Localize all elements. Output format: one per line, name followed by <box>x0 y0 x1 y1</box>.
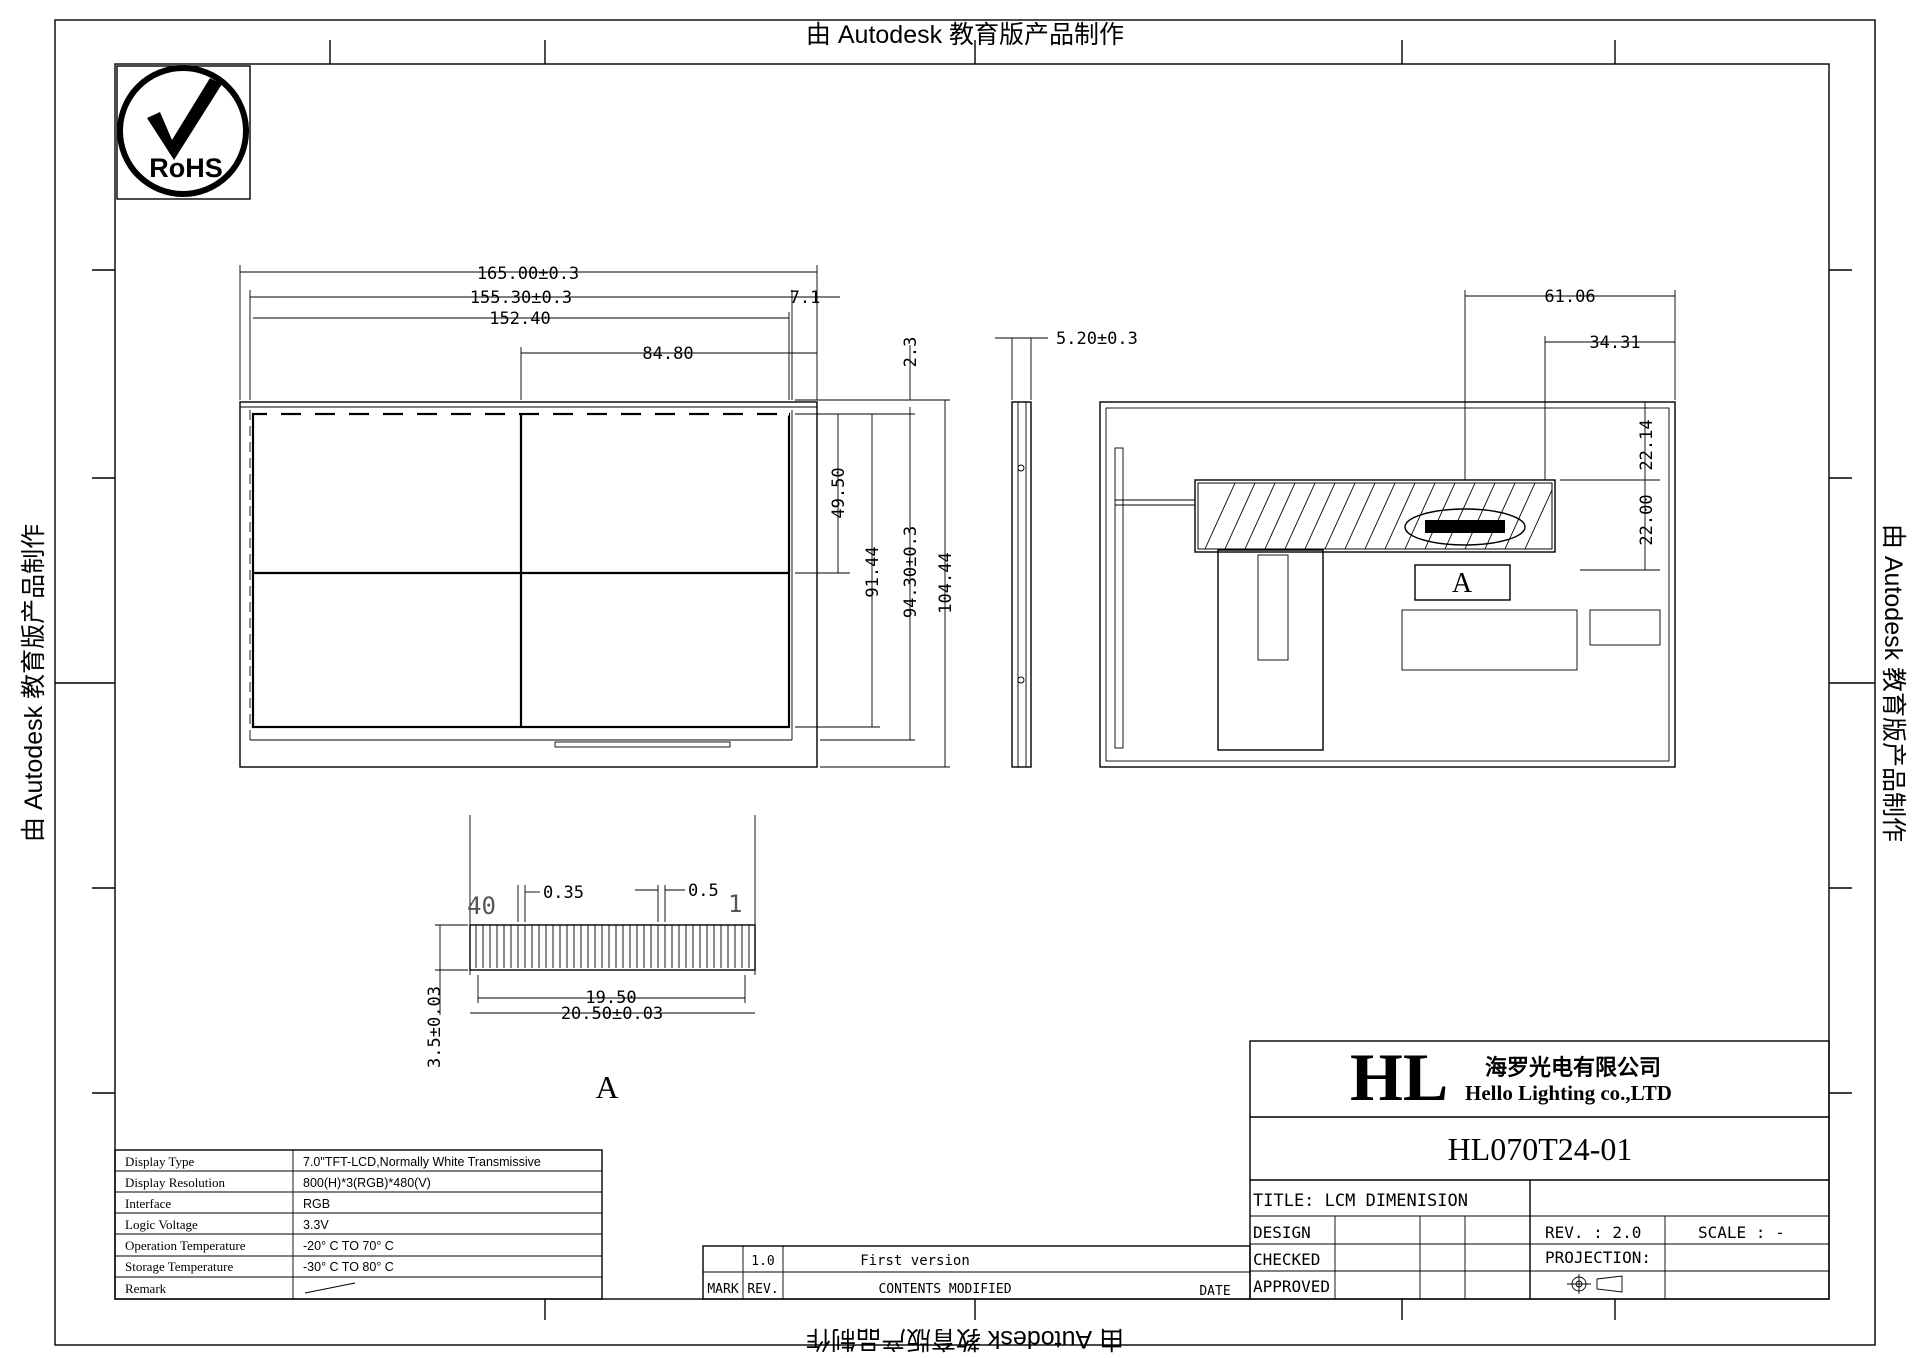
detail-pitch-small: 0.35 <box>543 883 584 903</box>
dim-height-mid: 94.30±0.3 <box>901 526 921 618</box>
rev-header-mark: MARK <box>707 1282 738 1297</box>
rev-row-contents: First version <box>860 1253 970 1269</box>
rear-detail-label: A <box>1452 568 1473 599</box>
watermark-right: 由 Autodesk 教育版产品制作 <box>1879 524 1907 842</box>
spec-label-5: Storage Temperature <box>125 1259 233 1274</box>
spec-table <box>114 1149 603 1300</box>
company-logo: HL <box>1350 1039 1448 1115</box>
spec-label-6: Remark <box>125 1281 167 1296</box>
detail-a-label: A <box>595 1069 618 1105</box>
inner-border <box>114 63 1830 1300</box>
rohs-text: RoHS <box>149 153 223 183</box>
dim-width-outer: 165.00±0.3 <box>477 264 579 284</box>
front-view <box>239 401 818 768</box>
company-name-en: Hello Lighting co.,LTD <box>1465 1081 1672 1105</box>
spec-label-0: Display Type <box>125 1154 194 1169</box>
watermark-top: 由 Autodesk 教育版产品制作 <box>806 21 1124 49</box>
detail-pitch-big: 0.5 <box>688 881 719 901</box>
rev-header-date: DATE <box>1199 1284 1230 1299</box>
rev-header-rev: REV. <box>747 1282 778 1297</box>
rev-header-contents: CONTENTS MODIFIED <box>878 1282 1011 1297</box>
zone-ticks <box>55 40 1875 1320</box>
spec-label-4: Operation Temperature <box>125 1238 246 1253</box>
spec-label-3: Logic Voltage <box>125 1217 198 1232</box>
spec-label-2: Interface <box>125 1196 171 1211</box>
dim-offset-right: 7.1 <box>790 288 821 308</box>
spec-values: 7.0"TFT-LCD,Normally White Transmissive … <box>303 1155 541 1274</box>
dim-height-half: 49.50 <box>829 467 849 518</box>
dim-rear-d1: 61.06 <box>1544 287 1595 307</box>
detail-height: 3.5±0.03 <box>425 986 445 1068</box>
label-approved: APPROVED <box>1253 1277 1330 1296</box>
side-view <box>995 337 1048 768</box>
watermark-left: 由 Autodesk 教育版产品制作 <box>20 524 48 842</box>
dim-width-half: 84.80 <box>642 344 693 364</box>
spec-value-3: 3.3V <box>303 1218 329 1232</box>
dim-height-outer: 104.44 <box>936 552 956 613</box>
spec-value-4: -20° C TO 70° C <box>303 1239 394 1253</box>
spec-value-5: -30° C TO 80° C <box>303 1260 394 1274</box>
detail-width-outer: 20.50±0.03 <box>561 1004 663 1024</box>
front-dim-lines <box>239 265 950 768</box>
detail-a-connector <box>435 815 756 1015</box>
detail-width-inner: 19.50 <box>585 988 636 1008</box>
label-rev: REV. : 2.0 <box>1545 1223 1641 1242</box>
dim-rear-d3: 22.14 <box>1637 419 1657 470</box>
dim-offset-top: 2.3 <box>901 337 921 368</box>
detail-pin-last: 40 <box>467 892 496 920</box>
spec-value-2: RGB <box>303 1197 330 1211</box>
spec-value-1: 800(H)*3(RGB)*480(V) <box>303 1176 431 1190</box>
title-block <box>1249 1040 1830 1300</box>
watermark-bottom: 由 Autodesk 教育版产品制作 <box>806 1325 1124 1353</box>
drawing-title: TITLE: LCM DIMENISION <box>1253 1191 1468 1211</box>
dim-width-active: 152.40 <box>489 309 550 329</box>
company-name-cn: 海罗光电有限公司 <box>1485 1055 1661 1080</box>
label-projection: PROJECTION: <box>1545 1248 1651 1267</box>
rear-dim-lines <box>1464 290 1676 571</box>
label-scale: SCALE : - <box>1698 1223 1785 1242</box>
dim-width-mid: 155.30±0.3 <box>470 288 572 308</box>
dim-thickness: 5.20±0.3 <box>1056 329 1138 349</box>
detail-pin-first: 1 <box>728 890 742 918</box>
dim-height-active: 91.44 <box>863 546 883 597</box>
dim-rear-d4: 22.00 <box>1637 494 1657 545</box>
projection-symbol-icon <box>1567 1274 1623 1294</box>
rohs-logo: RoHS <box>116 65 251 200</box>
rear-view <box>1099 401 1676 768</box>
label-design: DESIGN <box>1253 1223 1311 1242</box>
rev-row-rev: 1.0 <box>751 1254 774 1269</box>
spec-label-1: Display Resolution <box>125 1175 226 1190</box>
dim-rear-d2: 34.31 <box>1589 333 1640 353</box>
label-checked: CHECKED <box>1253 1250 1320 1269</box>
spec-labels: Display Type Display Resolution Interfac… <box>125 1154 246 1296</box>
part-number: HL070T24-01 <box>1448 1131 1633 1167</box>
spec-value-0: 7.0"TFT-LCD,Normally White Transmissive <box>303 1155 541 1169</box>
